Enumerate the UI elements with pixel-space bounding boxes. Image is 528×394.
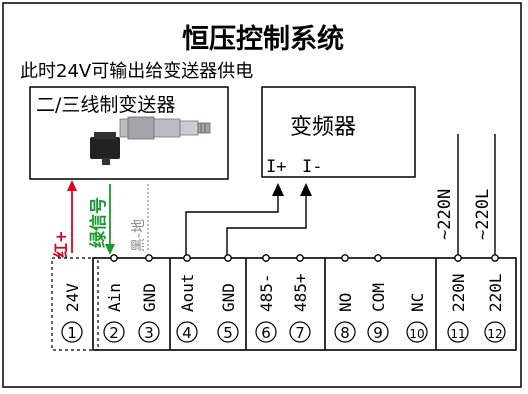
terminal-label: 220N xyxy=(449,273,468,312)
terminal-1: 24V 1 xyxy=(61,283,83,343)
terminal-label: 485+ xyxy=(291,273,310,312)
terminal-label: 485- xyxy=(257,273,276,312)
mains-wires: ~220N ~220L xyxy=(435,134,496,258)
terminal-number-circle xyxy=(138,321,160,343)
terminal-frame xyxy=(92,257,517,351)
terminal-screw xyxy=(374,254,382,262)
terminal-label: Ain xyxy=(105,283,124,312)
aout-wires xyxy=(185,183,312,258)
pressure-sensor-image xyxy=(90,116,211,165)
inverter-box: 变频器 I+ I- xyxy=(261,86,416,178)
red-wire-label: 红+ xyxy=(52,230,70,258)
terminal-screw xyxy=(183,254,191,262)
green-arrow xyxy=(105,244,115,255)
terminal-number-circle xyxy=(406,321,428,343)
terminal-number: 11 xyxy=(450,327,465,341)
terminal-number: 10 xyxy=(409,327,424,341)
terminal-3: GND 3 xyxy=(138,254,160,343)
terminal-number-circle xyxy=(217,321,239,343)
terminal-number: 7 xyxy=(295,324,305,342)
terminal-screw xyxy=(262,254,270,262)
terminal-label: NO xyxy=(336,293,355,312)
terminal-number: 5 xyxy=(223,324,233,342)
black-wire-label: 黑-地 xyxy=(131,219,147,252)
terminal-block: 24V 1 Ain 2 GND 3 Aout 4 GND 5 485- 6 485+ 7 NO 8 COM 9 NC… xyxy=(51,254,517,351)
terminal-label: NC xyxy=(408,293,427,312)
terminal-number-circle xyxy=(176,321,198,343)
terminal-10: NC 10 xyxy=(406,293,428,343)
terminal-screw xyxy=(110,254,118,262)
red-arrow xyxy=(67,180,77,191)
inverter-pin-neg: I- xyxy=(302,157,322,177)
terminal-number-circle xyxy=(447,321,469,343)
terminal-number-circle xyxy=(334,321,356,343)
terminal-label: COM xyxy=(369,283,388,312)
terminal-label: 24V xyxy=(63,283,82,312)
terminal-number-circle xyxy=(484,321,506,343)
terminal-screw xyxy=(296,254,304,262)
terminal-dashed-frame xyxy=(51,257,99,351)
outer-frame xyxy=(2,2,522,388)
terminal-4: Aout 4 xyxy=(176,254,198,343)
terminal-number-circle xyxy=(289,321,311,343)
terminal-number: 8 xyxy=(340,324,350,342)
terminal-label: GND xyxy=(219,283,238,312)
terminal-screw xyxy=(341,254,349,262)
diagram-subtitle: 此时24V可输出给变送器供电 xyxy=(20,61,253,82)
terminal-12: 220L 12 xyxy=(484,254,506,343)
terminal-label: Aout xyxy=(178,273,197,312)
terminal-number-circle xyxy=(103,321,125,343)
diagram-title: 恒压控制系统 xyxy=(182,23,344,55)
green-wire-label: 绿信号 xyxy=(88,197,109,248)
terminal-number: 9 xyxy=(373,324,383,342)
terminal-9: COM 9 xyxy=(367,254,389,343)
terminal-2: Ain 2 xyxy=(103,254,125,343)
sensor-wires: 红+ 绿信号 黑-地 xyxy=(52,180,149,258)
terminal-screw xyxy=(491,254,499,262)
transmitter-box: 二/三线制变送器 xyxy=(29,86,229,180)
terminal-screw xyxy=(224,254,232,262)
terminal-number-circle xyxy=(255,321,277,343)
terminal-number: 2 xyxy=(109,324,119,342)
mains-l-label: ~220L xyxy=(473,189,493,240)
terminal-5: GND 5 xyxy=(217,254,239,343)
terminal-number: 3 xyxy=(144,324,154,342)
mains-n-label: ~220N xyxy=(435,189,455,240)
terminal-number: 1 xyxy=(67,324,77,342)
terminal-number-circle xyxy=(61,321,83,343)
terminal-number: 6 xyxy=(261,324,271,342)
terminal-screw xyxy=(145,254,153,262)
inverter-label: 变频器 xyxy=(290,115,356,140)
inverter-pin-pos: I+ xyxy=(266,157,286,177)
terminal-11: 220N 11 xyxy=(447,254,469,343)
terminal-6: 485- 6 xyxy=(255,254,277,343)
terminal-label: 220L xyxy=(486,273,505,312)
terminal-label: GND xyxy=(140,283,159,312)
terminal-8: NO 8 xyxy=(334,254,356,343)
transmitter-label: 二/三线制变送器 xyxy=(36,94,175,116)
terminal-screw xyxy=(454,254,462,262)
terminal-number-circle xyxy=(367,321,389,343)
terminal-7: 485+ 7 xyxy=(289,254,311,343)
terminal-number: 12 xyxy=(487,327,502,341)
terminal-number: 4 xyxy=(182,324,192,342)
